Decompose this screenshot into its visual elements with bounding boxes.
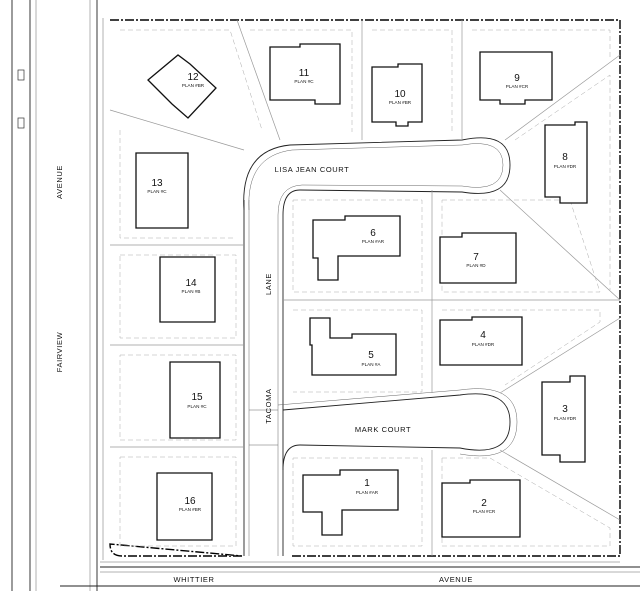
lot-plan: PLAN #DR bbox=[472, 342, 495, 347]
lot-plan: PLAN #C bbox=[147, 189, 167, 194]
tacoma-lane-label-tacoma: TACOMA bbox=[264, 388, 273, 423]
lot-number: 12 bbox=[187, 72, 199, 83]
lot-number: 7 bbox=[473, 252, 479, 263]
lot-number: 8 bbox=[562, 152, 568, 163]
lot-number: 1 bbox=[364, 478, 370, 489]
building-lot-1 bbox=[302, 469, 399, 536]
lisa-jean-court-label: LISA JEAN COURT bbox=[275, 165, 350, 174]
fairview-avenue bbox=[11, 0, 104, 591]
subdivision-boundary bbox=[109, 19, 621, 557]
lot-plan: PLAN #BR bbox=[389, 100, 412, 105]
building-lot-4 bbox=[439, 316, 523, 366]
interior-roads bbox=[243, 137, 518, 556]
lot-plan: PLAN #AR bbox=[356, 490, 379, 495]
curb-marker bbox=[17, 117, 25, 129]
lot-number: 15 bbox=[191, 392, 203, 403]
building-lot-6 bbox=[312, 215, 401, 281]
whittier-avenue-label-whittier: WHITTIER bbox=[173, 575, 214, 584]
lot-number: 2 bbox=[481, 498, 487, 509]
lot-number: 11 bbox=[299, 68, 310, 79]
lot-plan: PLAN #B bbox=[182, 289, 201, 294]
building-lot-11 bbox=[269, 43, 341, 105]
lot-plan: PLAN #C bbox=[294, 79, 314, 84]
building-lot-16 bbox=[156, 472, 213, 541]
building-lot-8 bbox=[544, 121, 588, 204]
lot-plan: PLAN #DR bbox=[554, 416, 577, 421]
building-lot-10 bbox=[371, 63, 423, 127]
lot-number: 16 bbox=[184, 496, 196, 507]
fairview-avenue-label-avenue: AVENUE bbox=[55, 165, 64, 199]
building-lot-2 bbox=[441, 479, 521, 538]
lot-plan: PLAN #A bbox=[362, 362, 382, 367]
lot-number: 10 bbox=[394, 89, 406, 100]
lot-number: 13 bbox=[151, 178, 163, 189]
building-lot-13 bbox=[135, 152, 189, 229]
lot-number: 4 bbox=[480, 330, 486, 341]
whittier-avenue-label-avenue: AVENUE bbox=[439, 575, 473, 584]
lot-number: 9 bbox=[514, 73, 520, 84]
lot-plan: PLAN #BR bbox=[179, 507, 202, 512]
fairview-avenue-label-fairview: FAIRVIEW bbox=[55, 331, 64, 372]
lot-plan: PLAN #AR bbox=[362, 239, 385, 244]
lot-number: 6 bbox=[370, 228, 376, 239]
lot-plan: PLAN #D bbox=[466, 263, 486, 268]
whittier-avenue bbox=[60, 561, 640, 587]
mark-court-label: MARK COURT bbox=[355, 425, 411, 434]
lot-lines bbox=[109, 19, 621, 556]
curb-marker bbox=[17, 69, 25, 81]
building-lot-5 bbox=[309, 317, 397, 376]
lot-plan: PLAN #C bbox=[187, 404, 207, 409]
lot-plan: PLAN #DR bbox=[554, 164, 577, 169]
street-labels: AVENUE FAIRVIEW LISA JEAN COURT LANE TAC… bbox=[55, 165, 473, 584]
building-lot-12 bbox=[147, 54, 217, 119]
building-lot-15 bbox=[169, 361, 221, 439]
building-lot-9 bbox=[479, 51, 553, 105]
lot-number: 14 bbox=[185, 278, 197, 289]
building-lot-3 bbox=[541, 375, 586, 463]
lot-plan: PLAN #BR bbox=[182, 83, 205, 88]
lot-number: 3 bbox=[562, 404, 568, 415]
tacoma-lane-label-lane: LANE bbox=[264, 273, 273, 295]
lot-number: 5 bbox=[368, 350, 374, 361]
building-lot-14 bbox=[159, 256, 216, 323]
building-lot-7 bbox=[439, 232, 517, 284]
lot-labels: 1 PLAN #AR 2 PLAN #CR 3 PLAN #DR 4 PLAN … bbox=[147, 68, 576, 514]
lot-plan: PLAN #CR bbox=[473, 509, 496, 514]
lot-plan: PLAN #CR bbox=[506, 84, 529, 89]
building-footprints bbox=[135, 43, 588, 541]
